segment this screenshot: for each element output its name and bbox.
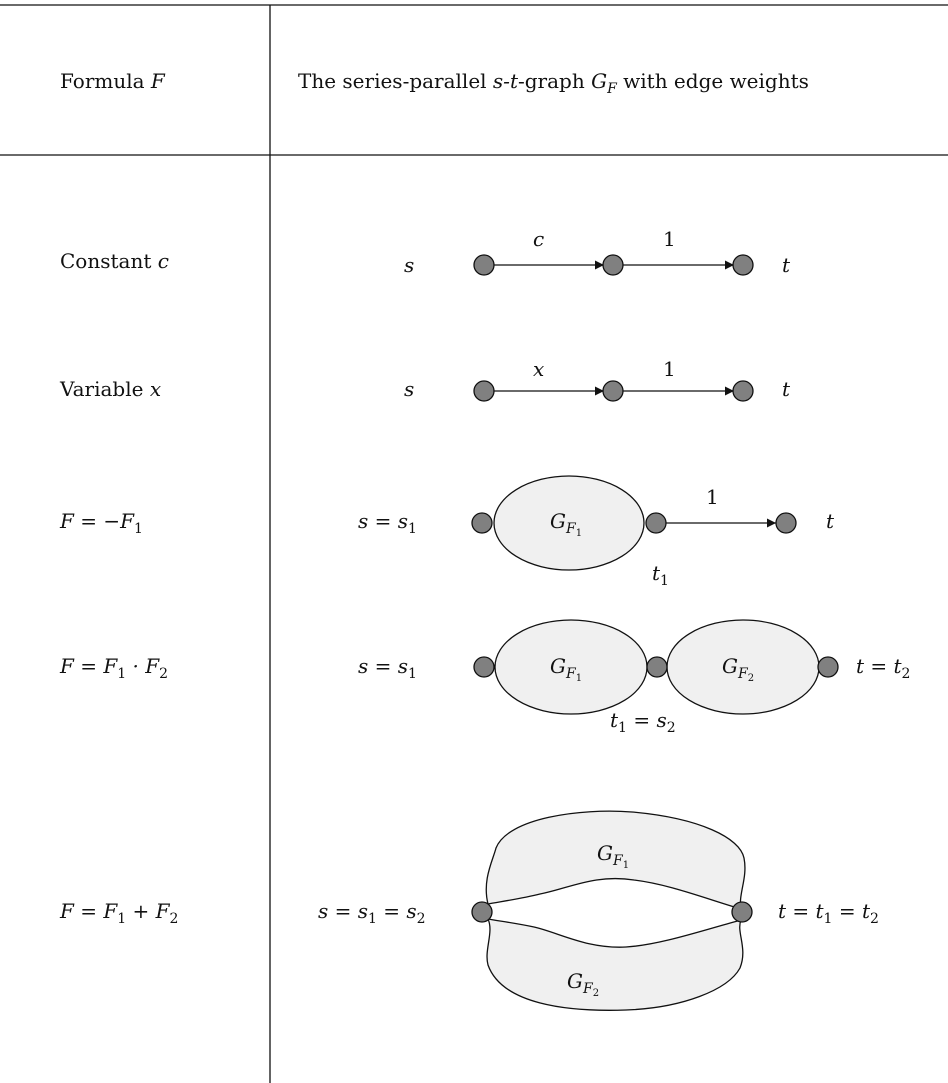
edge-weight-1-label: 1	[663, 227, 676, 251]
node-t1	[645, 512, 667, 534]
node-mid	[602, 254, 624, 276]
edge-weight-1-label: 1	[663, 357, 676, 381]
edge-weight-1-label: 1	[706, 485, 719, 509]
header-graph: The series-parallel s-t-graph GF with ed…	[298, 69, 809, 97]
row-constant: Constant c s c 1 t	[60, 227, 791, 277]
node-t	[817, 656, 839, 678]
target-label: t	[782, 377, 791, 401]
subgraph-g-f1	[485, 810, 746, 910]
node-s	[473, 380, 495, 402]
source-label: s = s1	[358, 654, 417, 682]
row-product-label: F = F1 · F2	[59, 654, 168, 682]
row-sum: F = F1 + F2 s = s1 = s2 GF1 GF2 t = t1 =…	[59, 810, 879, 1011]
source-label: s	[404, 377, 414, 401]
subgraph-g-f2-label: GF2	[567, 969, 599, 999]
subgraph-g-f1-label: GF1	[550, 654, 582, 684]
row-constant-label: Constant c	[60, 249, 169, 273]
target-label: t = t2	[856, 654, 910, 682]
node-t	[775, 512, 797, 534]
node-s	[473, 656, 495, 678]
row-variable-label: Variable x	[59, 377, 161, 401]
node-mid	[602, 380, 624, 402]
subgraph-g-f1-label: GF1	[550, 509, 582, 539]
node-t	[732, 254, 754, 276]
target-label: t	[826, 509, 835, 533]
node-t1-s2	[646, 656, 668, 678]
node-t	[731, 901, 753, 923]
node-s	[471, 512, 493, 534]
node-t1-s2-label: t1 = s2	[610, 708, 676, 736]
node-t	[732, 380, 754, 402]
row-negation: F = −F1 s = s1 GF1 t1 1 t	[59, 475, 835, 589]
subgraph-g-f2-label: GF2	[722, 654, 754, 684]
node-s	[471, 901, 493, 923]
source-label: s	[404, 253, 414, 277]
row-variable: Variable x s x 1 t	[59, 357, 791, 402]
subgraph-g-f1	[493, 475, 645, 571]
subgraph-g-f2	[486, 918, 744, 1011]
subgraph-g-f1-label: GF1	[597, 841, 629, 871]
row-negation-label: F = −F1	[59, 509, 143, 537]
source-label: s = s1 = s2	[318, 899, 426, 927]
row-product: F = F1 · F2 s = s1 GF1 GF2 t1 = s2 t = t…	[59, 619, 910, 736]
target-label: t = t1 = t2	[778, 899, 879, 927]
edge-weight-c-label: c	[533, 227, 544, 251]
header-formula: Formula F	[60, 69, 166, 93]
source-label: s = s1	[358, 509, 417, 537]
target-label: t	[782, 253, 791, 277]
edge-weight-x-label: x	[533, 357, 544, 381]
row-sum-label: F = F1 + F2	[59, 899, 178, 927]
node-t1-label: t1	[652, 561, 669, 589]
node-s	[473, 254, 495, 276]
